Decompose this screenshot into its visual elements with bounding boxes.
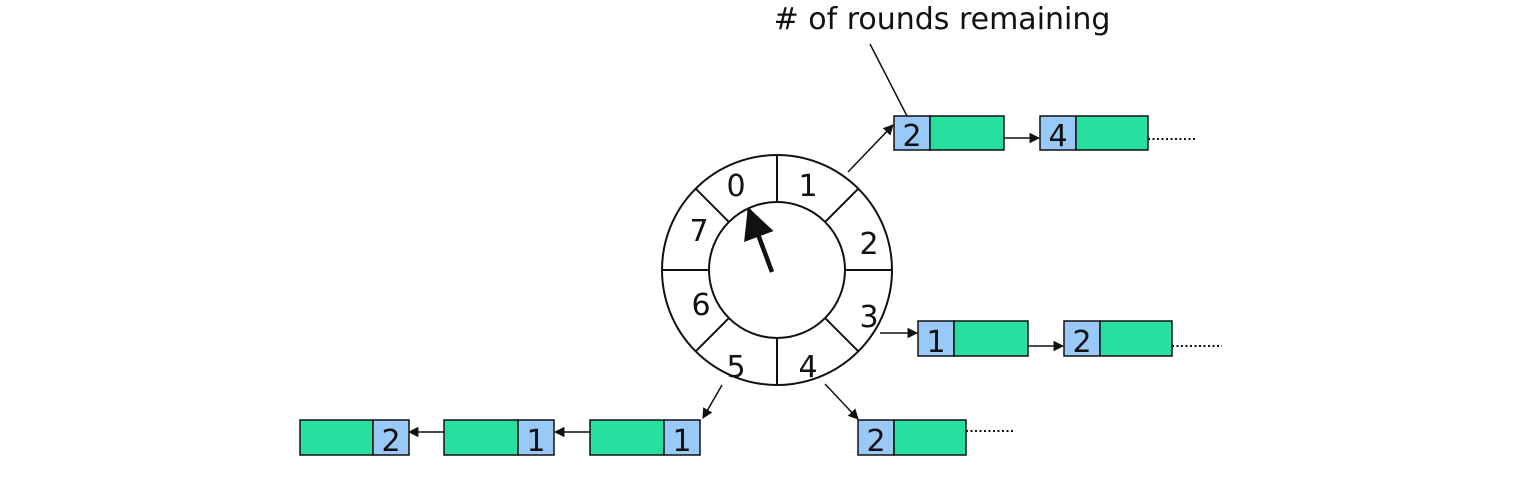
node-payload-cell [299,419,374,456]
node-payload-cell [893,419,967,456]
node-payload-cell [929,115,1005,151]
node-counter-cell [917,320,955,357]
node-rounds-value: 2 [1072,325,1091,360]
slot-5-connector-arrow [702,384,723,419]
wheel-slot-dividers [662,155,892,385]
list-node: 2 [299,419,410,459]
slot-1-list: 2 4 [893,115,1197,154]
wheel-slot-divider [694,187,730,223]
wheel-slot-2-label: 2 [859,227,878,262]
list-node: 2 [893,115,1005,154]
slot-4-list: 2 [857,419,1015,459]
node-counter-cell [517,419,555,456]
slot-4-connector-arrow [824,383,859,420]
slot-3-list: 1 2 [917,320,1222,360]
wheel-slot-divider [824,317,860,353]
node-rounds-value: 2 [866,424,885,459]
node-rounds-value: 2 [381,424,400,459]
annotation-label: # of rounds remaining [774,2,1111,37]
list-node: 1 [443,419,555,459]
list-node: 2 [1063,320,1173,360]
slot-1-connector-arrow [847,124,894,173]
wheel-slot-3-label: 3 [859,300,878,335]
wheel-pointer-hand [744,207,775,273]
node-rounds-value: 2 [902,119,921,154]
node-payload-cell [443,419,519,456]
node-payload-cell [1099,320,1173,357]
wheel-slot-4-label: 4 [798,350,817,385]
list-node: 4 [1039,115,1149,154]
node-rounds-value: 1 [672,424,691,459]
wheel-slot-1-label: 1 [798,169,817,204]
wheel-slot-0-label: 0 [726,169,745,204]
wheel-inner-ring [708,201,846,339]
list-node: 2 [857,419,967,459]
wheel-slot-divider [694,317,730,353]
list-node: 1 [917,320,1029,360]
node-rounds-value: 1 [926,325,945,360]
wheel-slot-6-label: 6 [691,288,710,323]
wheel-slot-divider [824,187,860,223]
node-payload-cell [589,419,665,456]
wheel-slot-7-label: 7 [689,214,708,249]
node-rounds-value: 4 [1048,119,1067,154]
node-rounds-value: 1 [526,424,545,459]
list-node: 1 [589,419,701,459]
node-counter-cell [1063,320,1101,357]
slot-5-list: 1 1 2 [299,419,701,459]
node-counter-cell [372,419,410,456]
annotation-leader-line [869,43,908,117]
node-payload-cell [1075,115,1149,151]
timing-wheel: 0 1 2 3 4 5 6 7 [661,154,893,386]
node-payload-cell [953,320,1029,357]
node-counter-cell [857,419,895,456]
wheel-slot-5-label: 5 [726,350,745,385]
node-counter-cell [663,419,701,456]
